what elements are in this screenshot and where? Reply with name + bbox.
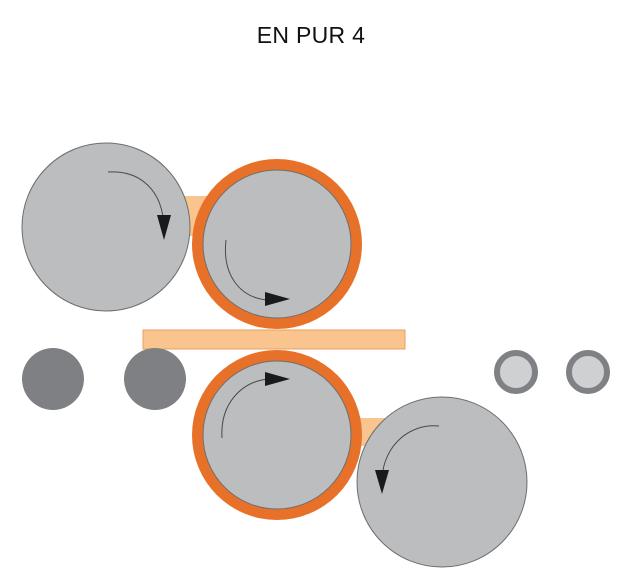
conveyor-roller-3: [494, 350, 538, 394]
diagram-title: EN PUR 4: [256, 22, 366, 48]
arrowhead-icon: [157, 215, 171, 240]
rotation-arrow-icon: [381, 425, 440, 479]
conveyor-roller-1: [22, 348, 84, 410]
rotation-arrow-icon: [224, 239, 269, 301]
bottom-applicator-roller: [202, 360, 352, 510]
conveyor-roller-2: [124, 348, 186, 410]
workpiece-panel: [142, 329, 406, 350]
rotation-arrow-icon: [221, 378, 269, 439]
arrowhead-icon: [265, 292, 290, 306]
arrowhead-icon: [265, 372, 290, 386]
top-applicator-roller: [202, 169, 352, 319]
arrowhead-icon: [375, 470, 389, 494]
conveyor-roller-4: [566, 350, 610, 394]
